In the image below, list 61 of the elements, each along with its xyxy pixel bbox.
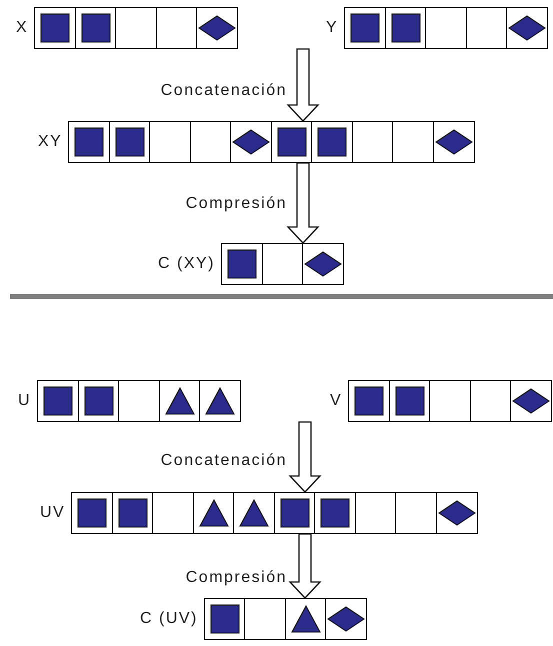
grid-cell [149,121,192,163]
edge-label: Compresión [186,195,287,213]
strip-label: U [18,392,32,410]
grid-cell [118,380,160,422]
grid-cell [74,7,117,49]
grid-cell [302,243,344,285]
grid-cell [37,380,80,422]
hollow-arrow [286,162,320,244]
grid-cell [344,7,386,49]
grid-cell [425,7,468,49]
grid-cell [156,7,198,49]
hollow-arrow [288,533,322,599]
grid-cell [384,7,427,49]
grid-cell [115,7,158,49]
strip-label: XY [38,133,62,151]
strip-label: C (XY) [158,255,215,273]
grid-cell [230,121,272,163]
grid-cell [395,492,438,534]
grid-cell [314,492,356,534]
grid-cell [71,492,114,534]
grid-cell [199,380,242,422]
grid-cell [392,121,434,163]
strip-label: V [330,392,342,410]
grid-cell [311,121,354,163]
hollow-arrow [288,421,322,493]
grid-cell [158,380,201,422]
grid-cell [348,380,390,422]
grid-cell [432,121,475,163]
grid-cell [192,492,235,534]
grid-cell [112,492,154,534]
grid-cell [436,492,478,534]
grid-cell [108,121,151,163]
grid-cell [34,7,76,49]
grid-cell [506,7,548,49]
hollow-arrow [286,48,320,122]
grid-cell [78,380,120,422]
grid-cell [233,492,276,534]
grid-cell [244,598,286,640]
grid-cell [262,243,304,285]
grid-cell [470,380,512,422]
grid-cell [196,7,238,49]
grid-cell [325,598,368,640]
grid-cell [429,380,472,422]
grid-cell [388,380,431,422]
edge-label: Compresión [186,569,287,587]
grid-cell [274,492,316,534]
strip-label: X [16,19,28,37]
strip-label: Y [326,19,338,37]
grid-cell [204,598,246,640]
grid-cell [190,121,232,163]
grid-cell [466,7,508,49]
strip-label: C (UV) [140,610,198,628]
grid-cell [352,121,394,163]
grid-cell [270,121,313,163]
grid-cell [152,492,194,534]
strip-label: UV [40,504,66,522]
grid-cell [221,243,263,285]
grid-cell [510,380,552,422]
grid-cell [68,121,110,163]
grid-cell [284,598,327,640]
grid-cell [354,492,397,534]
